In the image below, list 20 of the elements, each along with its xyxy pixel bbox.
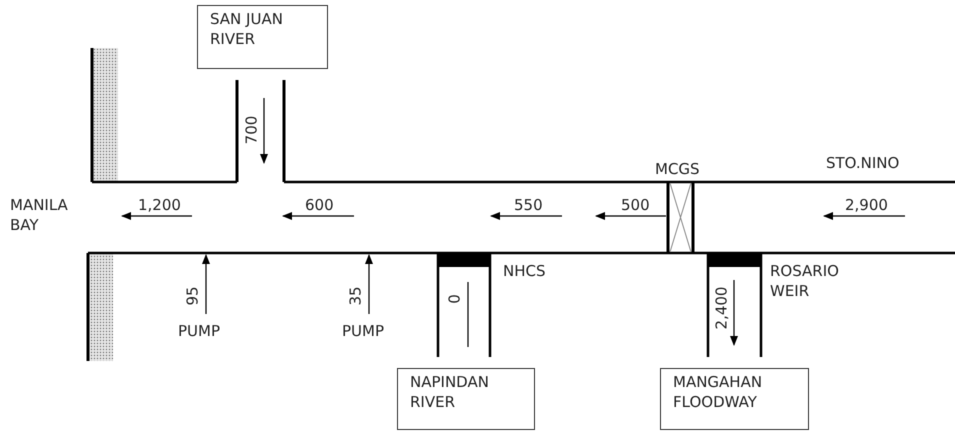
flow-value: 700	[242, 116, 262, 144]
river-box: NAPINDAN RIVER	[397, 368, 535, 430]
flow-value: 550	[514, 196, 543, 216]
river-box: SAN JUAN RIVER	[197, 5, 328, 69]
flow-value: 35	[346, 286, 366, 306]
flow-value: 95	[183, 286, 202, 306]
pump-label: PUMP	[342, 322, 384, 342]
structure-label: NHCS	[503, 262, 546, 282]
pump-label: PUMP	[178, 322, 220, 342]
flow-value: 1,200	[138, 196, 181, 216]
river-box: MANGAHAN FLOODWAY	[660, 368, 809, 430]
flow-value: 500	[621, 196, 650, 216]
structure-label: ROSARIO WEIR	[770, 262, 840, 301]
structure-label: MCGS	[655, 160, 700, 180]
place-label: STO.NINO	[826, 154, 900, 174]
place-label: MANILA BAY	[10, 196, 69, 235]
flow-value: 2,400	[712, 286, 732, 330]
flow-value: 600	[305, 196, 334, 216]
flow-value: 0	[445, 294, 464, 304]
flow-value: 2,900	[845, 196, 888, 216]
